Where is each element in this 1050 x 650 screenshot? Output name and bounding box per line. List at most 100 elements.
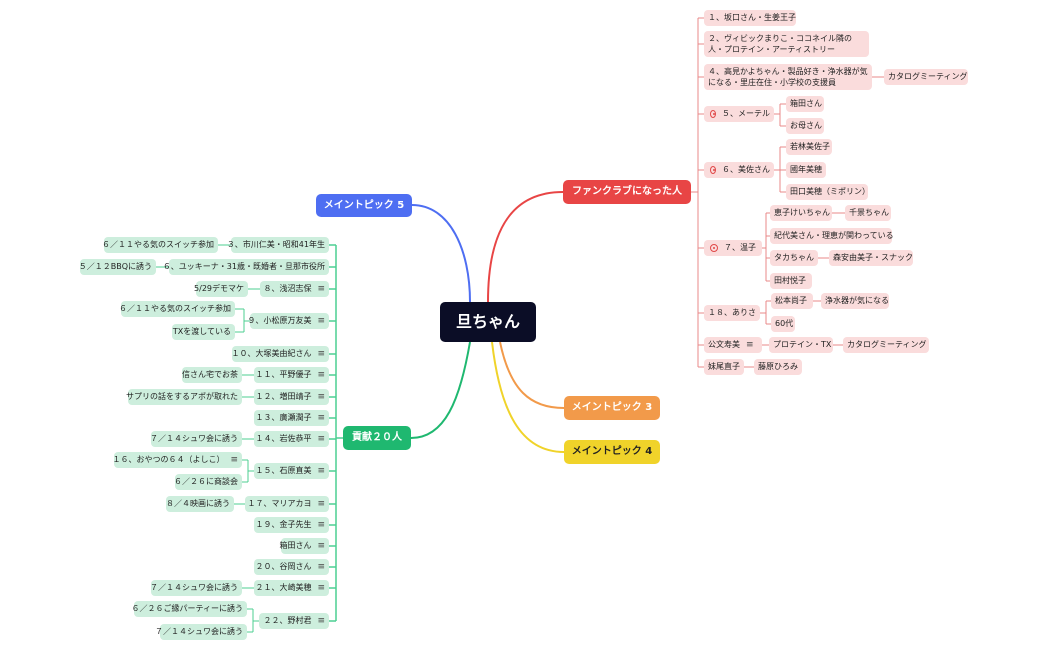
fan-node-7-label: ７、温子 [724,243,756,252]
fan-node-4[interactable]: ４、高見かよちゃん・製品好き・浄水器が気になる・里庄在住・小学校の支援員 [704,64,872,90]
fan-node-kumon-1[interactable]: プロテイン・TX [769,337,833,353]
connector-line-18 [774,103,786,127]
fan-node-7a1[interactable]: 千景ちゃん [845,205,891,221]
fan-node-senoo[interactable]: 妹尾直子 [704,359,744,375]
contrib-node-17a-label: ８／４映画に誘う [166,499,230,508]
fan-node-18b-label: 60代 [775,319,794,328]
contrib-node-21a[interactable]: ７／１４シュワ会に誘う [150,580,242,596]
contrib-node-6a[interactable]: ５／１２BBQに誘う [79,259,156,275]
contrib-node-3a-label: ６／１１やる気のスイッチ参加 [102,240,214,249]
connector-line-44 [242,374,254,440]
note-lines-icon: ≡ [317,615,325,626]
connector-line-45 [242,459,254,483]
contrib-node-9a[interactable]: ６／１１やる気のスイッチ参加 [119,301,235,317]
contrib-node-10[interactable]: １０、大塚美由紀さん≡ [231,346,329,362]
contrib-node-22a-label: ６／２６ご縁パーティーに誘う [131,604,243,613]
fan-node-5[interactable]: ５、メーテル [704,106,774,122]
contrib-node-9b[interactable]: TXを渡している [172,324,235,340]
fan-node-6b[interactable]: 國年美穂 [786,162,826,178]
note-lines-icon: ≡ [230,454,238,465]
contrib-node-8[interactable]: ８、浅沼志保≡ [260,281,329,297]
fan-node-kumon-2[interactable]: カタログミーティング [843,337,929,353]
contrib-node-15b[interactable]: ６／２６に商談会 [174,474,242,490]
note-lines-icon: ≡ [317,540,325,551]
contrib-node-15a[interactable]: １６、おやつの６４（よしこ）≡ [112,452,242,468]
fan-node-2[interactable]: ２、ヴィビックまりこ・ココネイル隣の人・プロテイン・アーティストリー [704,31,869,57]
fan-node-6a[interactable]: 若林美佐子 [786,139,832,155]
fan-node-7a[interactable]: 恵子けいちゃん [770,205,832,221]
fan-node-kumon[interactable]: 公文寿美≡ [704,337,762,353]
fan-node-7b[interactable]: 紀代美さん・理恵が関わっている [770,228,894,244]
root-topic[interactable]: 旦ちゃん [440,302,536,342]
contrib-node-19[interactable]: １９、金子先生≡ [254,517,329,533]
contrib-node-22a[interactable]: ６／２６ご縁パーティーに誘う [131,601,247,617]
contrib-node-11[interactable]: １１、平野優子≡ [254,367,329,383]
contrib-node-10-label: １０、大塚美由紀さん [231,349,312,358]
contrib-node-9[interactable]: ９、小松原万友美≡ [247,313,329,329]
fan-node-4a-label: カタログミーティング [888,72,968,81]
contrib-node-12[interactable]: １２、増田靖子≡ [254,389,329,405]
fan-node-4a[interactable]: カタログミーティング [884,69,968,85]
fan-node-5b[interactable]: お母さん [786,118,824,134]
contrib-node-11a[interactable]: 信さん宅でお茶 [182,367,242,383]
fan-node-6[interactable]: ６、美佐さん [704,162,774,178]
contrib-node-9-label: ９、小松原万友美 [247,316,312,325]
fan-node-7c1[interactable]: 森安由美子・スナック [829,250,913,266]
fan-node-18a[interactable]: 松本尚子 [771,293,813,309]
note-lines-icon: ≡ [317,433,325,444]
fan-node-18-label: １８、ありさ [708,308,756,317]
connector-line-2 [411,204,471,303]
fan-node-7c[interactable]: タカちゃん [770,250,818,266]
connector-line-21 [818,212,845,259]
note-lines-icon: ≡ [317,369,325,380]
contrib-node-21[interactable]: ２１、大崎美穂 ≡ [254,580,329,596]
fan-node-7d[interactable]: 田村悦子 [770,273,812,289]
fan-node-18b[interactable]: 60代 [771,316,795,332]
contrib-node-15[interactable]: １５、石原直美≡ [254,463,329,479]
contrib-node-12a[interactable]: サプリの話をするアポが取れた [126,389,242,405]
fan-node-7a1-label: 千景ちゃん [849,208,889,217]
contrib-node-22[interactable]: ２２、野村君≡ [259,613,329,629]
main-topic-contrib[interactable]: 貢献２０人 [343,426,411,450]
main-topic-4[interactable]: メイントピック 4 [564,440,660,464]
fan-node-6c[interactable]: 田口美穂（ミポリン） [786,184,870,200]
connector-line-4 [491,341,565,453]
contrib-node-8a[interactable]: 5/29デモマケ [194,281,248,297]
main-topic-5[interactable]: メイントピック 5 [316,194,412,217]
contrib-node-17a[interactable]: ８／４映画に誘う [166,496,234,512]
connector-line-46 [234,503,254,589]
fan-node-6c-label: 田口美穂（ミポリン） [790,187,870,196]
fan-node-7c1-label: 森安由美子・スナック [833,253,913,262]
contrib-node-14a[interactable]: ７／１４シュワ会に誘う [150,431,242,447]
fan-node-senoo-1[interactable]: 藤原ひろみ [754,359,802,375]
fan-node-kumon-2-label: カタログミーティング [847,340,927,349]
fan-node-1[interactable]: １、坂口さん・生姜王子 [704,10,796,26]
contrib-node-3a[interactable]: ６／１１やる気のスイッチ参加 [102,237,218,253]
fan-node-7d-label: 田村悦子 [774,276,806,285]
fan-node-senoo-1-label: 藤原ひろみ [758,362,798,371]
contrib-node-14[interactable]: １４、岩佐恭平≡ [254,431,329,447]
note-lines-icon: ≡ [317,283,325,294]
contrib-node-9a-label: ６／１１やる気のスイッチ参加 [119,304,231,313]
main-topic-fanclub[interactable]: ファンクラブになった人 [563,180,691,204]
main-topic-3[interactable]: メイントピック 3 [564,396,660,420]
fan-node-5a[interactable]: 箱田さん [786,96,824,112]
note-lines-icon: ≡ [317,582,325,593]
fan-node-7[interactable]: ７、温子 [704,240,762,256]
contrib-node-15-label: １５、石原直美 [255,466,312,475]
fan-node-2-label: ２、ヴィビックまりこ・ココネイル隣の人・プロテイン・アーティストリー [708,34,852,54]
contrib-node-13[interactable]: １３、廣瀬潤子≡ [254,410,329,426]
contrib-node-22b[interactable]: ７／１４シュワ会に誘う [155,624,247,640]
contrib-node-3[interactable]: ３、市川仁美・昭和41年生 [227,237,329,253]
contrib-node-14a-label: ７／１４シュワ会に誘う [150,434,238,443]
contrib-node-17[interactable]: １７、マリアカヨ≡ [245,496,329,512]
fan-node-18a1[interactable]: 浄水器が気になる [821,293,889,309]
contrib-node-21-label: ２１、大崎美穂 [255,583,312,592]
contrib-node-20[interactable]: ２０、谷岡さん≡ [254,559,329,575]
fan-node-18[interactable]: １８、ありさ [704,305,760,321]
contrib-node-19b[interactable]: 箱田さん≡ [279,538,329,554]
note-lines-icon: ≡ [317,412,325,423]
contrib-node-6-label: ６、ユッキーナ・31歳・既婚者・旦那市役所 [162,262,325,271]
contrib-node-6[interactable]: ６、ユッキーナ・31歳・既婚者・旦那市役所 [163,259,329,275]
